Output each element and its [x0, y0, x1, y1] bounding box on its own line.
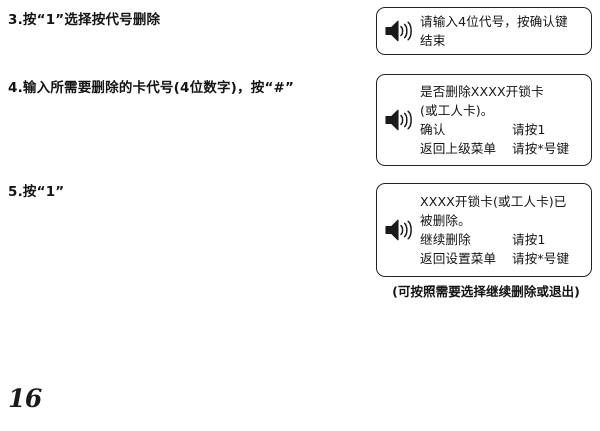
- prompt-note: (可按照需要选择继续删除或退出): [392, 284, 580, 299]
- voice-prompt-box-1: 请输入4位代号，按确认键 结束: [376, 7, 592, 55]
- prompt-line: 被删除。: [420, 213, 471, 228]
- prompt-option-label: 继续删除: [420, 232, 471, 247]
- voice-prompt-text-1: 请输入4位代号，按确认键 结束: [420, 12, 585, 50]
- prompt-line: 是否删除XXXX开锁卡: [420, 84, 544, 99]
- prompt-option-row: 返回设置菜单 请按*号键: [420, 249, 585, 268]
- prompt-option-value: 请按1: [512, 232, 546, 247]
- voice-prompt-box-3: XXXX开锁卡(或工人卡)已 被删除。 继续删除 请按1 返回设置菜单 请按*号…: [376, 183, 592, 277]
- prompt-option-value: 请按*号键: [512, 251, 570, 266]
- voice-prompt-text-3: XXXX开锁卡(或工人卡)已 被删除。 继续删除 请按1 返回设置菜单 请按*号…: [420, 192, 585, 268]
- page-number: 16: [8, 384, 42, 413]
- speaker-icon: [384, 217, 414, 243]
- speaker-icon: [384, 18, 414, 44]
- prompt-line: XXXX开锁卡(或工人卡)已: [420, 194, 567, 209]
- prompt-option-row: 继续删除 请按1: [420, 230, 585, 249]
- prompt-option-row: 返回上级菜单 请按*号键: [420, 139, 585, 158]
- prompt-option-value: 请按1: [512, 122, 546, 137]
- voice-prompt-box-2: 是否删除XXXX开锁卡 (或工人卡)。 确认 请按1 返回上级菜单 请按*号键: [376, 74, 592, 166]
- instruction-step-4: 4.输入所需要删除的卡代号(4位数字)，按“#”: [8, 80, 295, 96]
- prompt-option-label: 返回设置菜单: [420, 251, 497, 266]
- prompt-line: 结束: [420, 33, 446, 48]
- prompt-option-label: 确认: [420, 122, 446, 137]
- instruction-step-3: 3.按“1”选择按代号删除: [8, 12, 161, 28]
- prompt-line: (或工人卡)。: [420, 103, 494, 118]
- prompt-option-row: 确认 请按1: [420, 120, 585, 139]
- prompt-line: 请输入4位代号，按确认键: [420, 14, 568, 29]
- voice-prompt-text-2: 是否删除XXXX开锁卡 (或工人卡)。 确认 请按1 返回上级菜单 请按*号键: [420, 82, 585, 158]
- prompt-option-label: 返回上级菜单: [420, 141, 497, 156]
- speaker-icon: [384, 107, 414, 133]
- prompt-option-value: 请按*号键: [512, 141, 570, 156]
- instruction-step-5: 5.按“1”: [8, 184, 65, 200]
